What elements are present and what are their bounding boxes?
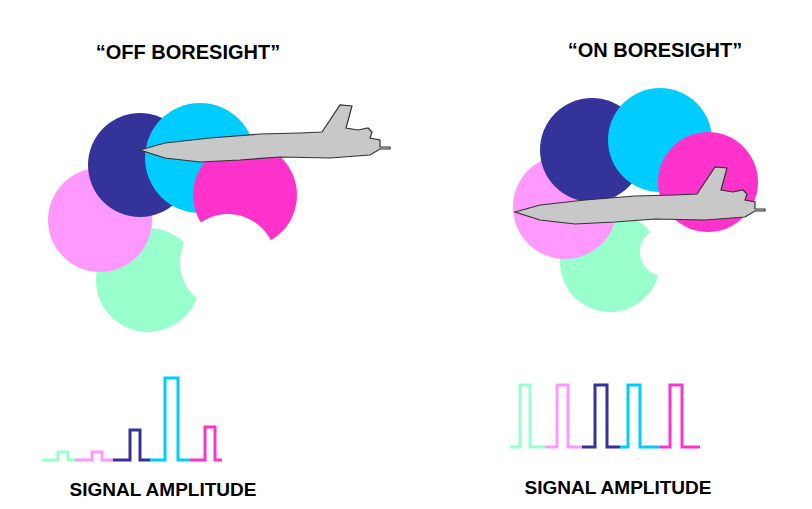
pulse	[510, 385, 545, 447]
view-title: “OFF BORESIGHT”	[96, 41, 280, 64]
pulse	[150, 378, 190, 460]
pulse	[113, 430, 150, 460]
beam-cutout	[180, 214, 276, 310]
view-title: “ON BORESIGHT”	[568, 39, 742, 62]
pulse-train	[510, 385, 700, 447]
pulse	[620, 385, 660, 447]
pulse	[75, 452, 113, 460]
axis-label: SIGNAL AMPLITUDE	[70, 479, 257, 501]
pulse	[660, 385, 700, 447]
axis-label: SIGNAL AMPLITUDE	[525, 477, 712, 499]
aircraft	[140, 105, 390, 162]
pulse	[582, 385, 620, 447]
beam-cutout	[640, 228, 688, 276]
pulse	[42, 452, 75, 460]
pulse-train	[42, 378, 222, 460]
pulse	[190, 427, 222, 460]
pulse	[545, 385, 582, 447]
aircraft	[515, 167, 765, 224]
